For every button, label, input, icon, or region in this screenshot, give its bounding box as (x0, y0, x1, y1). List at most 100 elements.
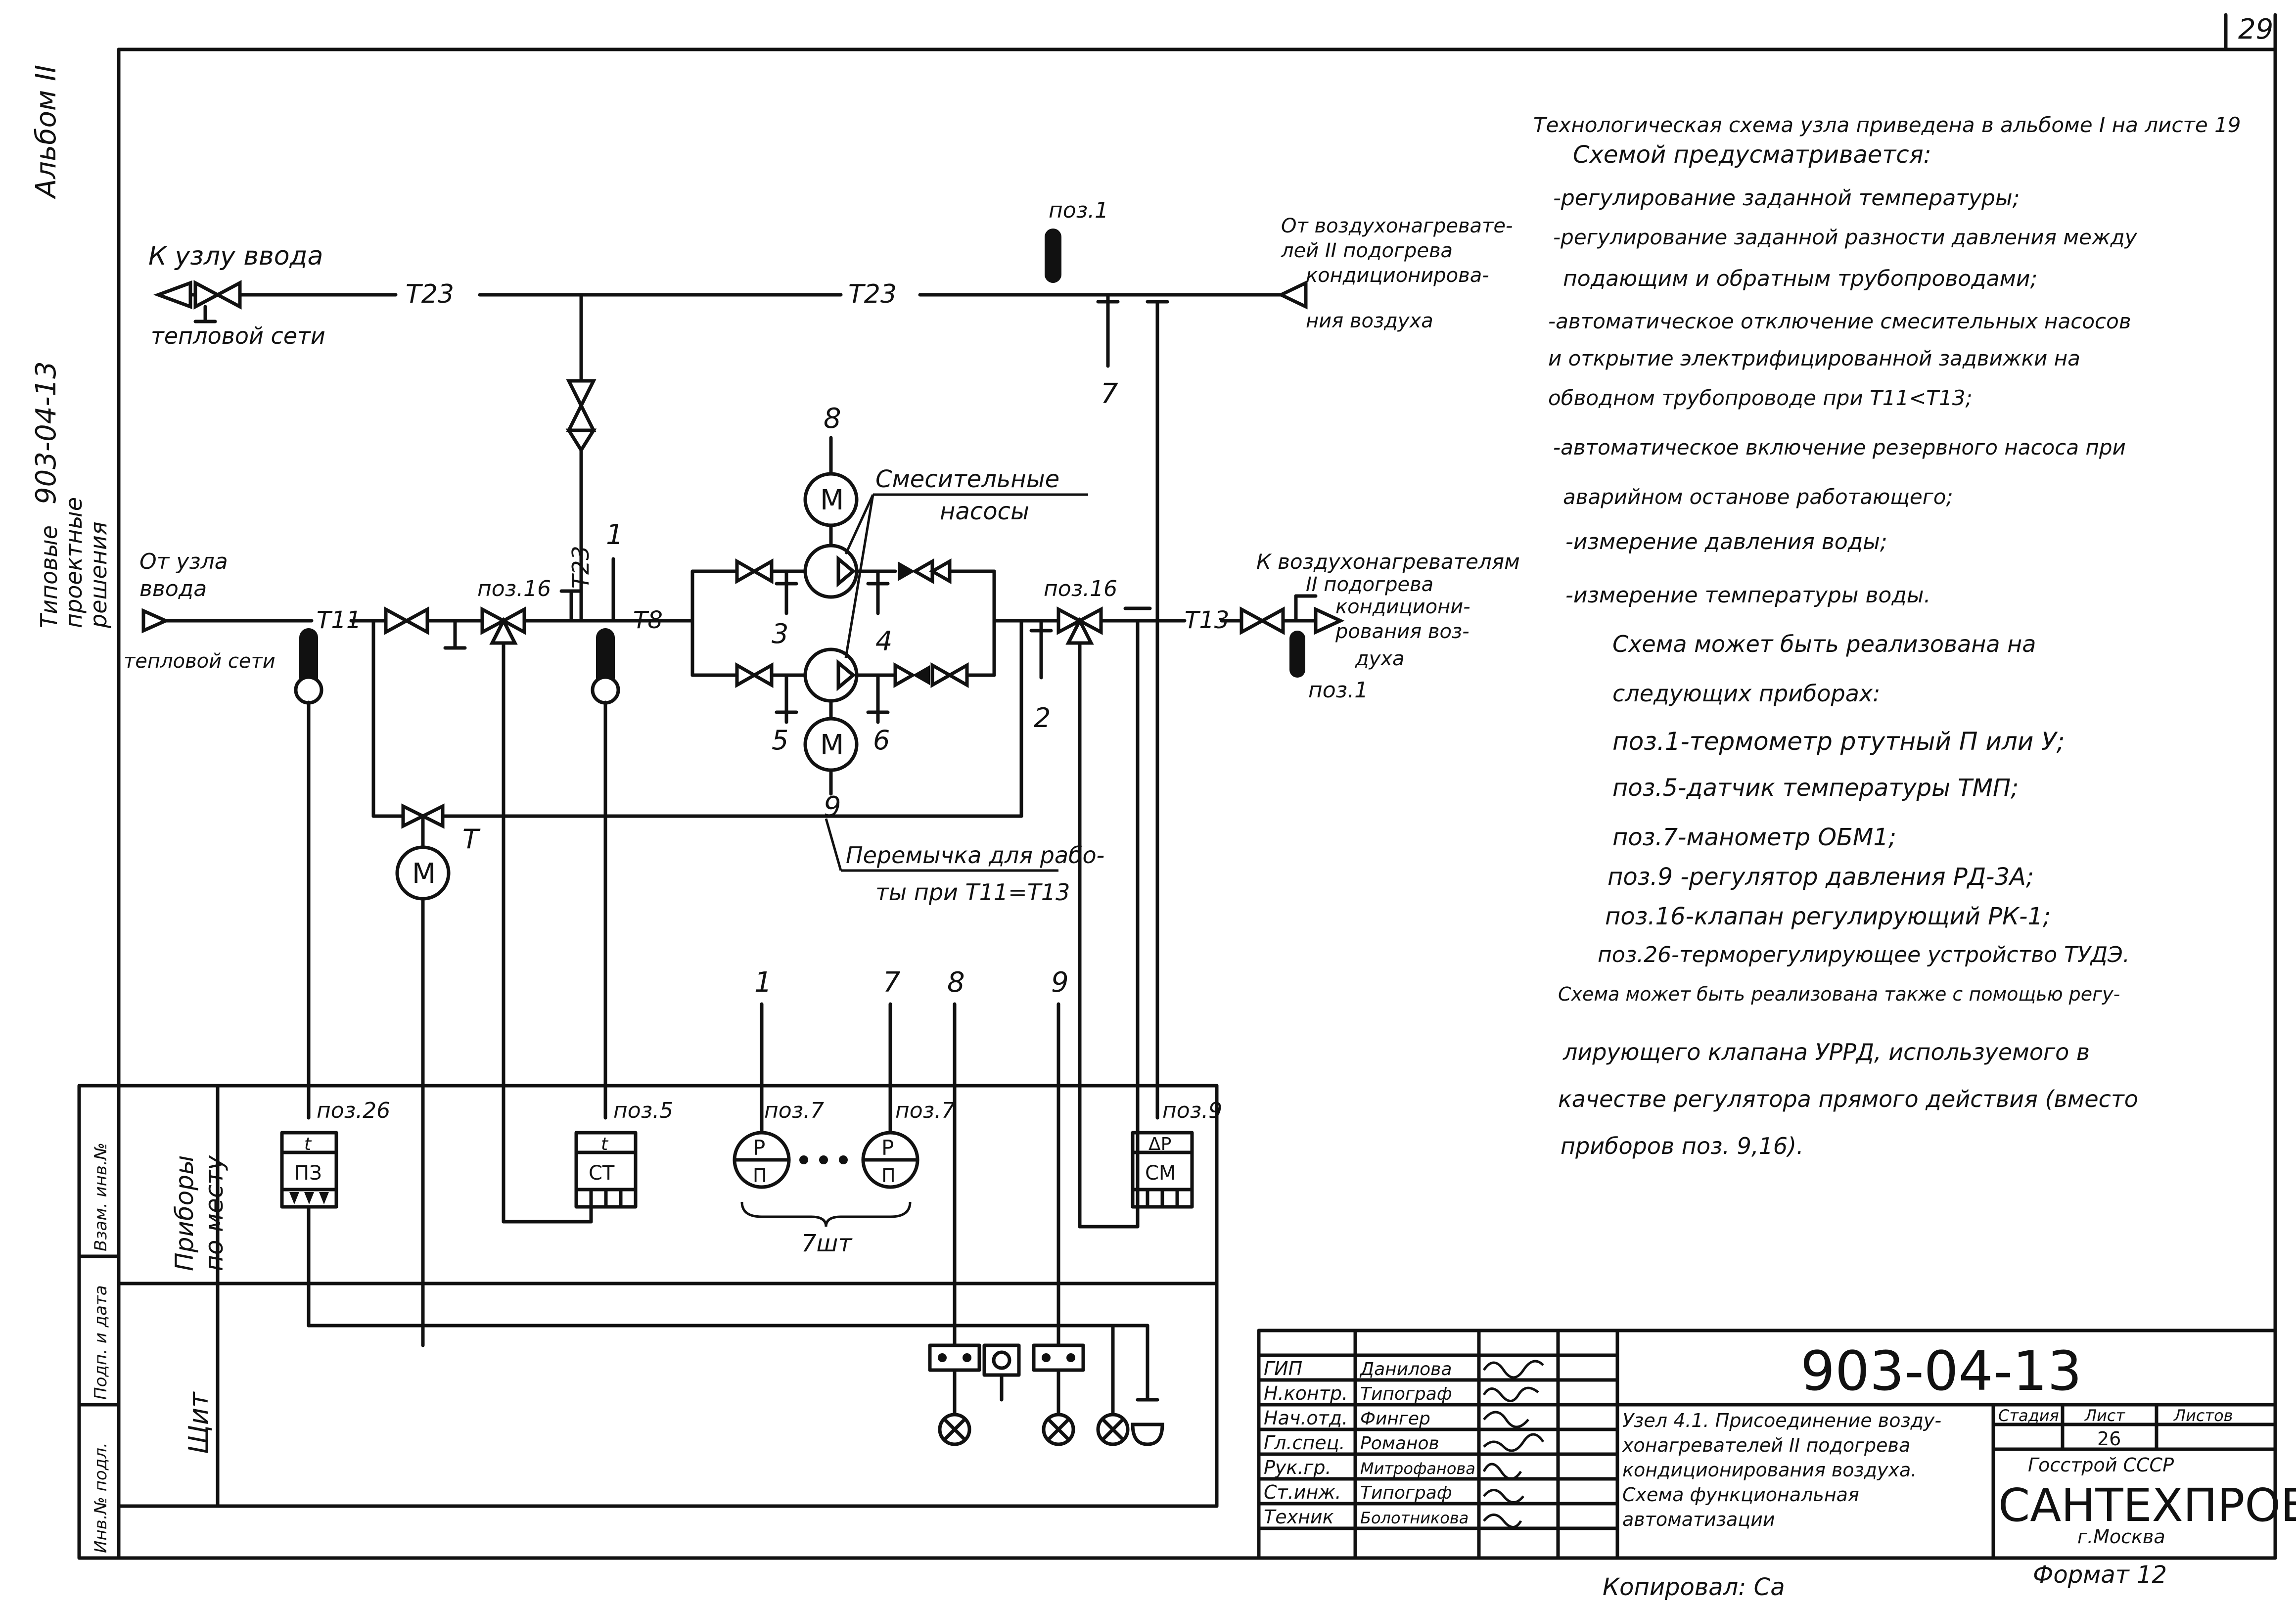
valve-icon (735, 558, 758, 585)
poz7-label-2: поз.7 (895, 1098, 955, 1123)
note-8: -автоматическое включение резервного нас… (1553, 435, 2126, 459)
to-heaters-line-1: К воздухонагревателям (1256, 550, 1520, 574)
sheets-label: Листов (2173, 1406, 2233, 1425)
valve-icon (735, 662, 758, 688)
note-14: поз.1-термометр ртутный П или У; (1612, 727, 2065, 756)
sheet-label: Лист (2084, 1406, 2125, 1425)
gauge-1-pi: П (753, 1165, 767, 1187)
role-3: Гл.спец. (1264, 1432, 1345, 1454)
from-heaters-line-3: кондиционирова- (1306, 264, 1489, 287)
valve-icon (401, 803, 427, 829)
valve-icon (565, 428, 597, 454)
impulse-number-1: 1 (606, 519, 624, 551)
bypass-t-label: Т (462, 824, 481, 855)
name-0: Данилова (1359, 1359, 1452, 1379)
series-line-3: решения (85, 521, 112, 629)
title-line-5: автоматизации (1622, 1509, 1775, 1530)
to-heaters-line-3: кондициони- (1335, 596, 1470, 618)
valve-icon (930, 662, 954, 688)
name-6: Болотникова (1360, 1509, 1469, 1527)
check-valve-icon (898, 561, 915, 581)
valve-icon (750, 558, 774, 585)
motor-bypass-label: М (412, 858, 436, 890)
format-label: Формат 12 (2033, 1561, 2167, 1589)
switch-8 (928, 1343, 981, 1372)
signature-4 (1483, 1433, 1545, 1452)
thermometer-icon (1289, 631, 1305, 678)
to-node-line-1: К узлу ввода (148, 241, 323, 271)
valve-icon (419, 803, 445, 829)
valve-icon (1240, 606, 1266, 635)
title-line-4: Схема функциональная (1622, 1484, 1859, 1506)
note-19: поз.26-терморегулирующее устройство ТУДЭ… (1598, 942, 2130, 967)
role-1: Н.контр. (1264, 1382, 1348, 1404)
outlet-arrow-icon (153, 280, 192, 310)
impulse-number-3: 3 (772, 618, 788, 649)
bypass-line-1: Перемычка для рабо- (846, 842, 1104, 869)
note-6: и открытие электрифицированной задвижки … (1548, 346, 2080, 370)
control-valve-icon (1056, 606, 1084, 635)
outlet-arrow-icon (1314, 606, 1345, 635)
impulse-number-2: 2 (1034, 702, 1051, 734)
poz9-dp: ΔР (1148, 1134, 1171, 1154)
instrument-sections: Приборы по месту Щит (117, 1084, 1219, 1508)
note-0: Технологическая схема узла приведена в а… (1533, 113, 2241, 137)
stamp-column: Взам. инв.№ Подп. и дата Инв.№ подл. (77, 1084, 121, 1560)
poz5-t: t (601, 1134, 609, 1154)
copied-by: Копировал: Са (1603, 1573, 1785, 1601)
valve-icon (893, 662, 917, 688)
from-node-line-2: ввода (139, 576, 207, 601)
note-23: приборов поз. 9,16). (1561, 1133, 1804, 1159)
poz16-left-label: поз.16 (477, 576, 551, 601)
poz9-label: поз.9 (1162, 1098, 1222, 1123)
pipe-label-t23-mid: Т23 (848, 279, 897, 309)
panel-number-8: 8 (947, 966, 965, 999)
panel-number-9: 9 (1051, 966, 1069, 999)
name-2: Фингер (1360, 1409, 1430, 1429)
note-1: Схемой предусматривается: (1573, 141, 1931, 169)
poz26-t: t (304, 1134, 312, 1154)
org-line-2: САНТЕХПРОЕКТ (1998, 1479, 2296, 1532)
note-7: обводном трубопроводе при Т11<Т13; (1548, 386, 1973, 410)
poz1-right-label: поз.1 (1308, 678, 1368, 703)
pipe-label-t23-vertical: Т23 (567, 546, 594, 589)
sheet-value: 26 (2097, 1428, 2121, 1450)
valve-icon (566, 402, 597, 432)
note-18: поз.16-клапан регулирующий РК-1; (1605, 903, 2051, 930)
control-valve-icon (480, 606, 507, 635)
bypass: М Т Перемычка для рабо- ты при Т11=Т13 (371, 619, 1104, 1347)
bypass-line-2: ты при Т11=Т13 (875, 879, 1070, 906)
thermometer-icon (299, 628, 318, 688)
t23-branch: Т23 (565, 293, 597, 623)
impulse-number-5: 5 (772, 725, 788, 756)
series-line-2: проектные (60, 497, 87, 628)
thermometer-icon (1045, 229, 1061, 283)
switch-9 (1032, 1343, 1085, 1372)
gauge-1-p: Р (753, 1136, 765, 1160)
signature-2 (1482, 1386, 1539, 1402)
valve-icon (403, 606, 429, 635)
valve-icon (193, 280, 222, 310)
return-pipe: 2 поз.16 Т13 поз.1 К воздухонагревателям… (992, 550, 1520, 1229)
valve-icon (214, 280, 242, 310)
note-3: -регулирование заданной разности давлени… (1553, 225, 2137, 249)
valve-icon (384, 606, 411, 635)
name-3: Романов (1360, 1433, 1439, 1454)
poz5-label: поз.5 (613, 1098, 673, 1123)
pipe-t23: Т23 Т23 К узлу ввода тепловой сети От во… (148, 198, 1513, 1120)
note-15: поз.5-датчик температуры ТМП; (1612, 774, 2019, 802)
poz9-cm: СМ (1145, 1162, 1176, 1185)
role-5: Ст.инж. (1264, 1481, 1341, 1503)
title-block-code: 903-04-13 (1800, 1339, 2082, 1403)
poz1-top-label: поз.1 (1049, 198, 1108, 223)
poz7-label-1: поз.7 (764, 1098, 824, 1123)
stamp-podp: Подп. и дата (91, 1285, 111, 1400)
note-21: лирующего клапана УРРД, используемого в (1563, 1039, 2090, 1065)
name-1: Типограф (1360, 1384, 1452, 1404)
stamp-vzam: Взам. инв.№ (91, 1143, 111, 1251)
horn-icon (1131, 1422, 1164, 1446)
valve-icon (750, 662, 774, 688)
note-12: Схема может быть реализована на (1612, 631, 2036, 657)
pump-loop: 3 4 М 8 5 6 М 9 См (690, 403, 1088, 823)
panel-label: Щит (183, 1391, 214, 1454)
